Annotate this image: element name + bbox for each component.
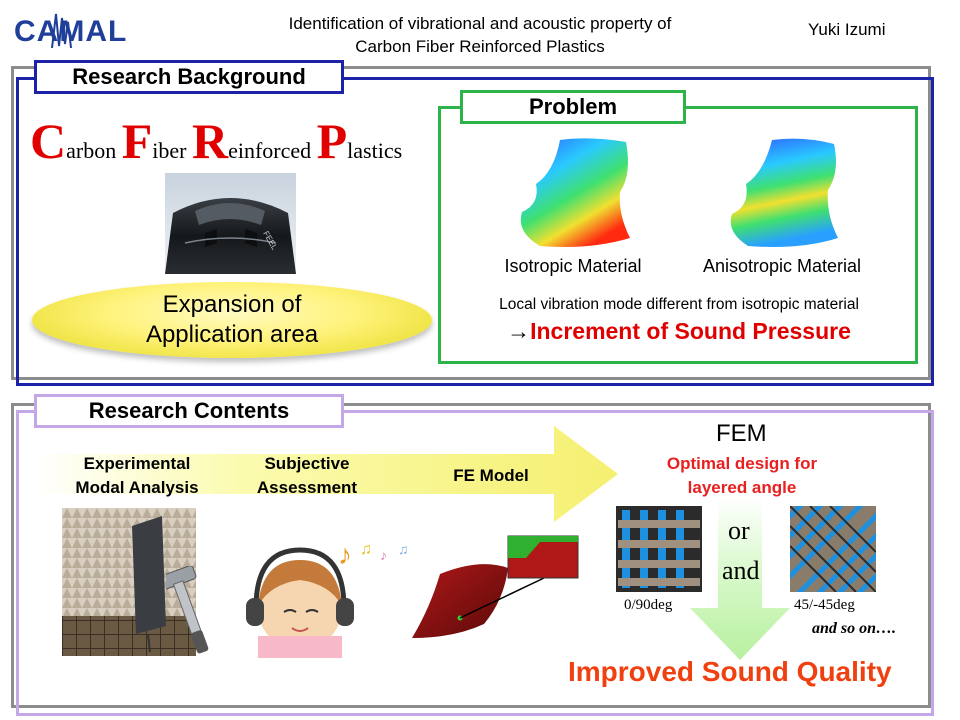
weave-45-45-pattern: [778, 494, 888, 604]
title-line-1: Identification of vibrational and acoust…: [288, 14, 672, 33]
local-vibration-text: Local vibration mode different from isot…: [499, 296, 859, 313]
process-arrow: [34, 426, 618, 522]
result-down-arrow: [690, 496, 790, 660]
or-text: or: [728, 516, 750, 545]
title-line-2: Carbon Fiber Reinforced Plastics: [355, 37, 605, 56]
expansion-line-2: Application area: [145, 321, 319, 348]
section-label-background: Research Background: [34, 60, 344, 94]
contents-frame-gray: [11, 403, 931, 708]
fe-model-illustration: [404, 528, 584, 646]
problem-label: Problem: [460, 90, 686, 124]
listener-illustration: ♪ ♫ ♪ ♫: [238, 524, 422, 658]
anisotropic-mode-plot: [720, 134, 850, 254]
cfrp-heading: Carbon Fiber Reinforced Plastics: [30, 113, 403, 169]
car-hood-photo: FEEL: [165, 173, 296, 274]
and-so-on-text: and so on….: [812, 620, 897, 637]
angle-0-90-label: 0/90deg: [624, 597, 673, 613]
author-name: Yuki Izumi: [808, 20, 886, 39]
contents-frame-purple: [16, 410, 934, 716]
svg-text:♫: ♫: [360, 541, 372, 558]
weave-0-90-pattern: [616, 506, 702, 592]
and-text: and: [722, 556, 760, 585]
step-fe-model: FE Model: [453, 466, 529, 485]
arrow-glyph: →: [507, 318, 531, 344]
svg-text:♪: ♪: [380, 547, 387, 563]
angle-45-45-label: 45/-45deg: [794, 597, 855, 613]
anisotropic-caption: Anisotropic Material: [702, 256, 862, 276]
section-label-contents: Research Contents: [34, 394, 344, 428]
background-frame-gray: [11, 66, 931, 380]
background-frame-blue: [16, 77, 934, 386]
isotropic-mode-plot: [510, 134, 640, 254]
svg-text:♪: ♪: [338, 539, 352, 570]
camal-logo: CAMAL: [12, 8, 132, 52]
fem-label: FEM: [716, 420, 767, 447]
expansion-line-1: Expansion of: [162, 291, 302, 318]
page-title: Identification of vibrational and acoust…: [210, 12, 750, 58]
improved-sound-quality: Improved Sound Quality: [568, 656, 892, 687]
increment-sound-pressure: →Increment of Sound Pressure: [507, 318, 851, 344]
svg-text:♫: ♫: [398, 541, 409, 557]
expansion-ellipse: Expansion of Application area: [32, 282, 432, 358]
impact-hammer-icon: [156, 565, 216, 658]
isotropic-caption: Isotropic Material: [504, 256, 642, 276]
